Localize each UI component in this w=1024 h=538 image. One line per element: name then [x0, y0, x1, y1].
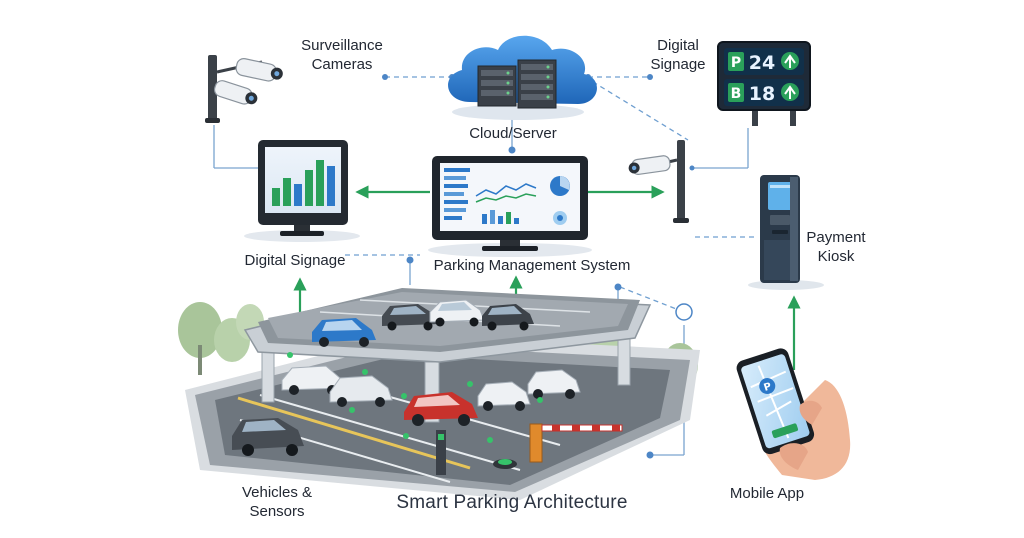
- label-cloud-server: Cloud/Server: [469, 125, 557, 142]
- connector-cloud-camera-pole: [584, 76, 689, 141]
- label-vehicles-sensors-line1: Vehicles &: [241, 484, 313, 501]
- signage-row1-letter: P: [731, 55, 741, 71]
- sensor-dots: [287, 352, 543, 443]
- digital-signage-board-icon: P B 24 18: [717, 41, 811, 126]
- label-payment-kiosk: Payment Kiosk: [796, 228, 876, 266]
- car-dark-roof-1: [382, 304, 440, 331]
- signage-row2-count: 18: [749, 83, 775, 105]
- surveillance-cameras-icon: [205, 55, 283, 123]
- label-digital-signage-top-line1: Digital: [657, 37, 699, 54]
- green-arrows: [293, 185, 801, 370]
- label-digital-signage-top: Digital Signage: [638, 36, 718, 74]
- dashed-connectors: [345, 76, 755, 313]
- diagram-title: Smart Parking Architecture: [396, 492, 628, 513]
- car-red-lower: [404, 392, 478, 426]
- cloud-server-icon: [448, 35, 597, 120]
- connector-pms-pole: [619, 286, 685, 313]
- car-dark-front: [232, 418, 304, 456]
- parking-management-monitor-icon: [428, 156, 592, 257]
- label-payment-kiosk-line1: Payment: [806, 229, 866, 246]
- label-mobile-app: Mobile App: [729, 485, 805, 502]
- junction-node: [675, 303, 693, 321]
- signage-row1-count: 24: [749, 52, 775, 74]
- label-payment-kiosk-line2: Kiosk: [817, 248, 855, 265]
- parking-structure-illustration: [178, 288, 700, 500]
- signage-up-arrow-icon: [784, 54, 796, 68]
- svg-text:P: P: [763, 381, 773, 394]
- label-digital-signage-left: Digital Signage: [244, 252, 346, 269]
- car-white-lower-2: [329, 375, 393, 407]
- entry-gate-barrier: [436, 423, 623, 475]
- label-surveillance-cameras-line1: Surveillance: [301, 37, 383, 54]
- car-white-lower-4: [527, 369, 581, 399]
- car-dark-roof-2: [482, 304, 534, 331]
- signage-up-arrow-icon-2: [784, 85, 796, 99]
- car-white-roof: [429, 299, 485, 327]
- car-white-lower-3: [477, 381, 531, 411]
- label-vehicles-sensors-line2: Sensors: [249, 503, 305, 520]
- label-parking-management-system: Parking Management System: [433, 257, 631, 274]
- label-digital-signage-top-line2: Signage: [650, 56, 706, 73]
- car-blue-roof: [312, 318, 376, 347]
- signage-row2-letter: B: [731, 86, 742, 102]
- mobile-app-icon: P: [736, 348, 851, 480]
- label-surveillance-cameras-line2: Cameras: [311, 56, 373, 73]
- pole-camera-icon: [628, 140, 689, 223]
- digital-signage-monitor-icon: [244, 140, 360, 242]
- payment-kiosk-icon: [748, 175, 824, 290]
- label-surveillance-cameras: Surveillance Cameras: [282, 36, 402, 74]
- label-vehicles-sensors: Vehicles & Sensors: [232, 483, 322, 521]
